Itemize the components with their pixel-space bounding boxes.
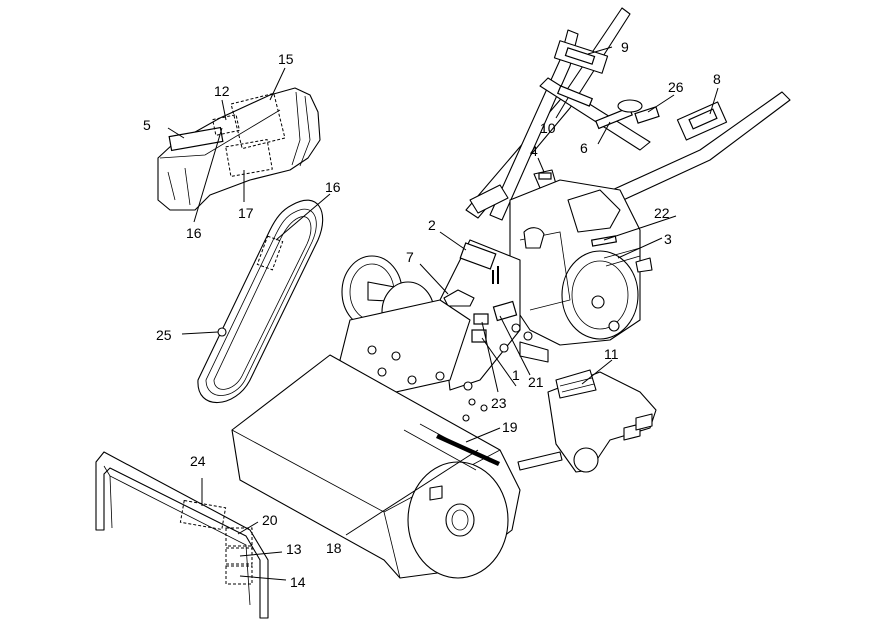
decal-21	[492, 300, 518, 322]
callout-16-belt: 16	[325, 179, 341, 195]
callout-8: 8	[713, 71, 721, 87]
callout-10: 10	[540, 120, 556, 136]
decal-8	[688, 108, 718, 130]
callout-25: 25	[156, 327, 172, 343]
decal-2	[459, 242, 497, 270]
decal-24	[179, 499, 227, 531]
callout-19: 19	[502, 419, 518, 435]
callout-labels: 1 2 3 4 5 6 7 8 9 10 11 12 13 14 15 16 1…	[143, 39, 721, 590]
callout-22: 22	[654, 205, 670, 221]
callout-2: 2	[428, 217, 436, 233]
callout-13: 13	[286, 541, 302, 557]
decal-12	[212, 114, 240, 136]
callout-24: 24	[190, 453, 206, 469]
callout-17: 17	[238, 205, 254, 221]
callout-18: 18	[326, 540, 342, 556]
engine	[509, 179, 653, 346]
pivot-bracket	[517, 369, 657, 473]
callout-9: 9	[621, 39, 629, 55]
belt-cover	[157, 87, 321, 211]
callout-14: 14	[290, 574, 306, 590]
decal-10	[556, 85, 594, 107]
decal-4	[538, 172, 552, 180]
callout-21: 21	[528, 374, 544, 390]
callout-5: 5	[143, 117, 151, 133]
callout-6: 6	[580, 140, 588, 156]
roller-assembly	[339, 255, 473, 401]
drive-belt	[197, 199, 324, 403]
callout-3: 3	[664, 231, 672, 247]
decal-15	[230, 92, 286, 150]
decal-16-belt	[256, 235, 284, 271]
tiller-housing	[231, 354, 521, 579]
rear-guard	[95, 451, 269, 619]
callout-1: 1	[512, 367, 520, 383]
decal-14	[225, 565, 253, 585]
callout-7: 7	[406, 249, 414, 265]
callout-15: 15	[278, 51, 294, 67]
callout-4: 4	[530, 143, 538, 159]
callout-11: 11	[604, 346, 619, 362]
decal-20	[225, 527, 253, 547]
decal-22	[590, 235, 618, 247]
callout-16-cover: 16	[186, 225, 202, 241]
decal-13	[225, 547, 253, 565]
decal-5	[168, 126, 224, 152]
decal-26	[634, 106, 660, 124]
decal-23	[473, 313, 489, 325]
callout-23: 23	[491, 395, 507, 411]
main-frame	[439, 239, 549, 391]
decal-9	[564, 47, 596, 65]
leader-lines	[167, 46, 719, 581]
callout-26: 26	[668, 79, 684, 95]
callout-20: 20	[262, 512, 278, 528]
callout-12: 12	[214, 83, 230, 99]
decal-17	[225, 139, 273, 177]
